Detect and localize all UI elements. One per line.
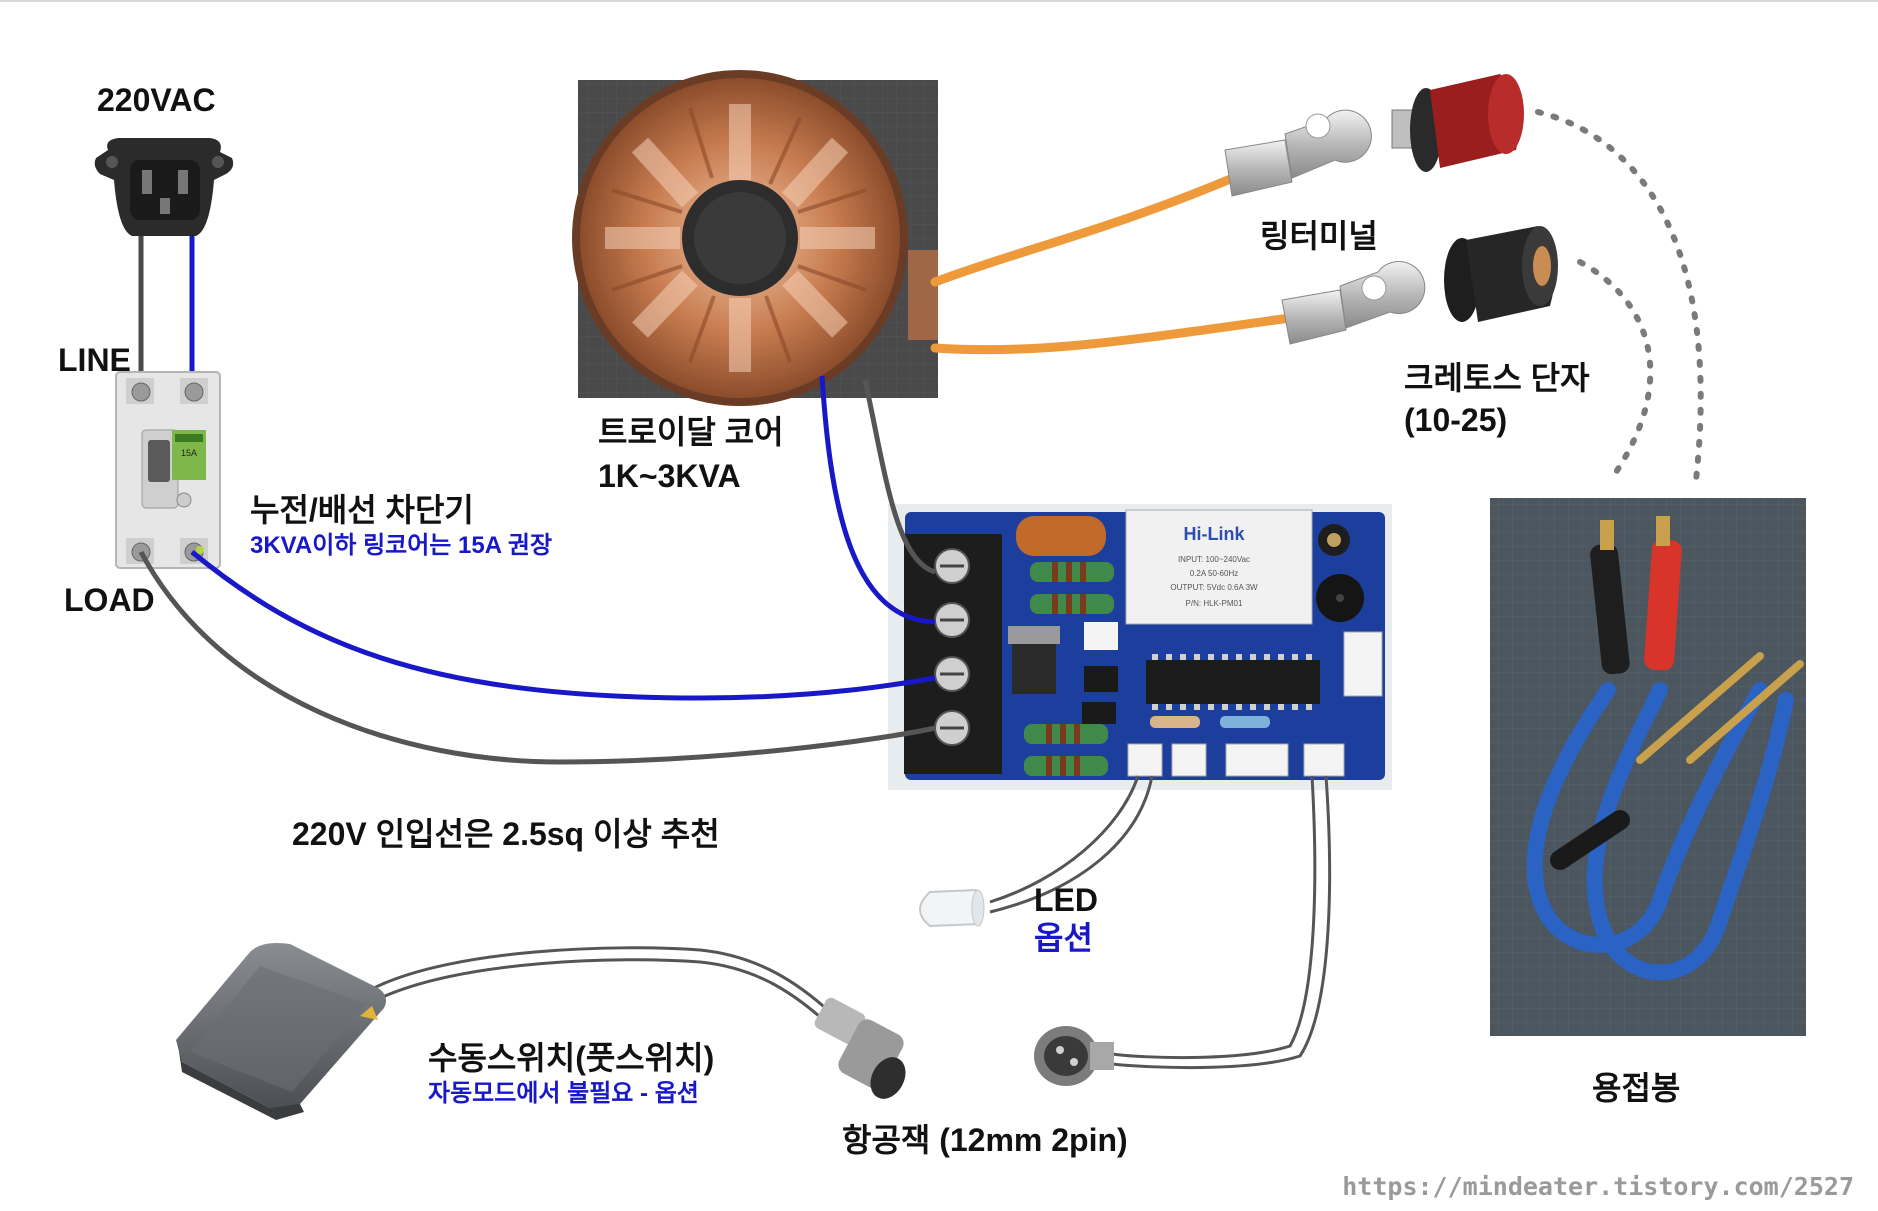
top-border (0, 0, 1878, 2)
dotted-link-black (1577, 259, 1654, 481)
label-ring-terminal: 링터미널 (1260, 218, 1378, 254)
ring-terminal-lower (1281, 261, 1426, 345)
lead-wire-upper (930, 170, 1245, 287)
breaker-load-neutral (138, 550, 936, 765)
controller-pcb: Hi-Link INPUT: 100~240Vac 0.2A 50-60Hz O… (888, 504, 1392, 790)
label-aviation-jack: 항공잭 (12mm 2pin) (842, 1122, 1128, 1158)
toroidal-core (572, 70, 938, 406)
led-wire-a (989, 775, 1140, 904)
led-component (919, 888, 985, 928)
circuit-breaker: 15A (115, 371, 221, 569)
module-text-2: 0.2A 50-60Hz (1190, 569, 1238, 578)
jack-wire-b (1111, 775, 1332, 1070)
aviation-jack (1034, 1026, 1114, 1086)
aviation-plug (814, 997, 906, 1099)
breaker-load-live (190, 550, 936, 701)
source-url: https://mindeater.tistory.com/2527 (1342, 1172, 1854, 1201)
label-foot-switch-note: 자동모드에서 불필요 - 옵션 (428, 1080, 699, 1107)
label-foot-switch: 수동스위치(풋스위치) (428, 1040, 715, 1076)
label-input-wire: 220V 인입선은 2.5sq 이상 추천 (292, 816, 720, 852)
foot-wire-a (369, 946, 832, 1014)
label-toroid-line1: 트로이달 코어 (598, 414, 784, 450)
foot-switch-pedal (176, 943, 386, 1120)
label-line: LINE (58, 342, 131, 378)
module-text-4: P/N: HLK-PM01 (1186, 599, 1243, 608)
breaker-rating: 15A (181, 448, 197, 458)
label-cretos-line1: 크레토스 단자 (1404, 360, 1590, 396)
dotted-link-red (1535, 109, 1704, 483)
label-breaker-note: 3KVA이하 링코어는 15A 권장 (250, 532, 553, 559)
label-led: LED (1034, 882, 1098, 918)
foot-wire-b (375, 958, 827, 1024)
label-load: LOAD (64, 582, 155, 618)
label-cretos-line2: (10-25) (1404, 402, 1508, 438)
label-welding-rod: 용접봉 (1592, 1070, 1681, 1106)
cretos-terminal-black (1444, 226, 1558, 322)
label-220vac: 220VAC (97, 82, 216, 118)
module-brand: Hi-Link (1184, 524, 1246, 544)
cretos-terminal-red (1391, 74, 1524, 172)
module-text-1: INPUT: 100~240Vac (1178, 555, 1250, 564)
label-toroid-line2: 1K~3KVA (598, 458, 741, 494)
ac-inlet-socket (94, 138, 234, 236)
lead-wire-lower (930, 313, 1295, 355)
module-text-3: OUTPUT: 5Vdc 0.6A 3W (1170, 583, 1258, 592)
ring-terminal-upper (1224, 109, 1372, 197)
toroid-wire-neutral (862, 379, 936, 575)
welding-rod-photo (1490, 498, 1806, 1036)
label-led-option: 옵션 (1034, 920, 1093, 956)
label-breaker-title: 누전/배선 차단기 (250, 492, 474, 528)
jack-wire-a (1111, 775, 1317, 1060)
toroid-wire-live (819, 375, 936, 625)
led-wire-b (989, 775, 1154, 914)
